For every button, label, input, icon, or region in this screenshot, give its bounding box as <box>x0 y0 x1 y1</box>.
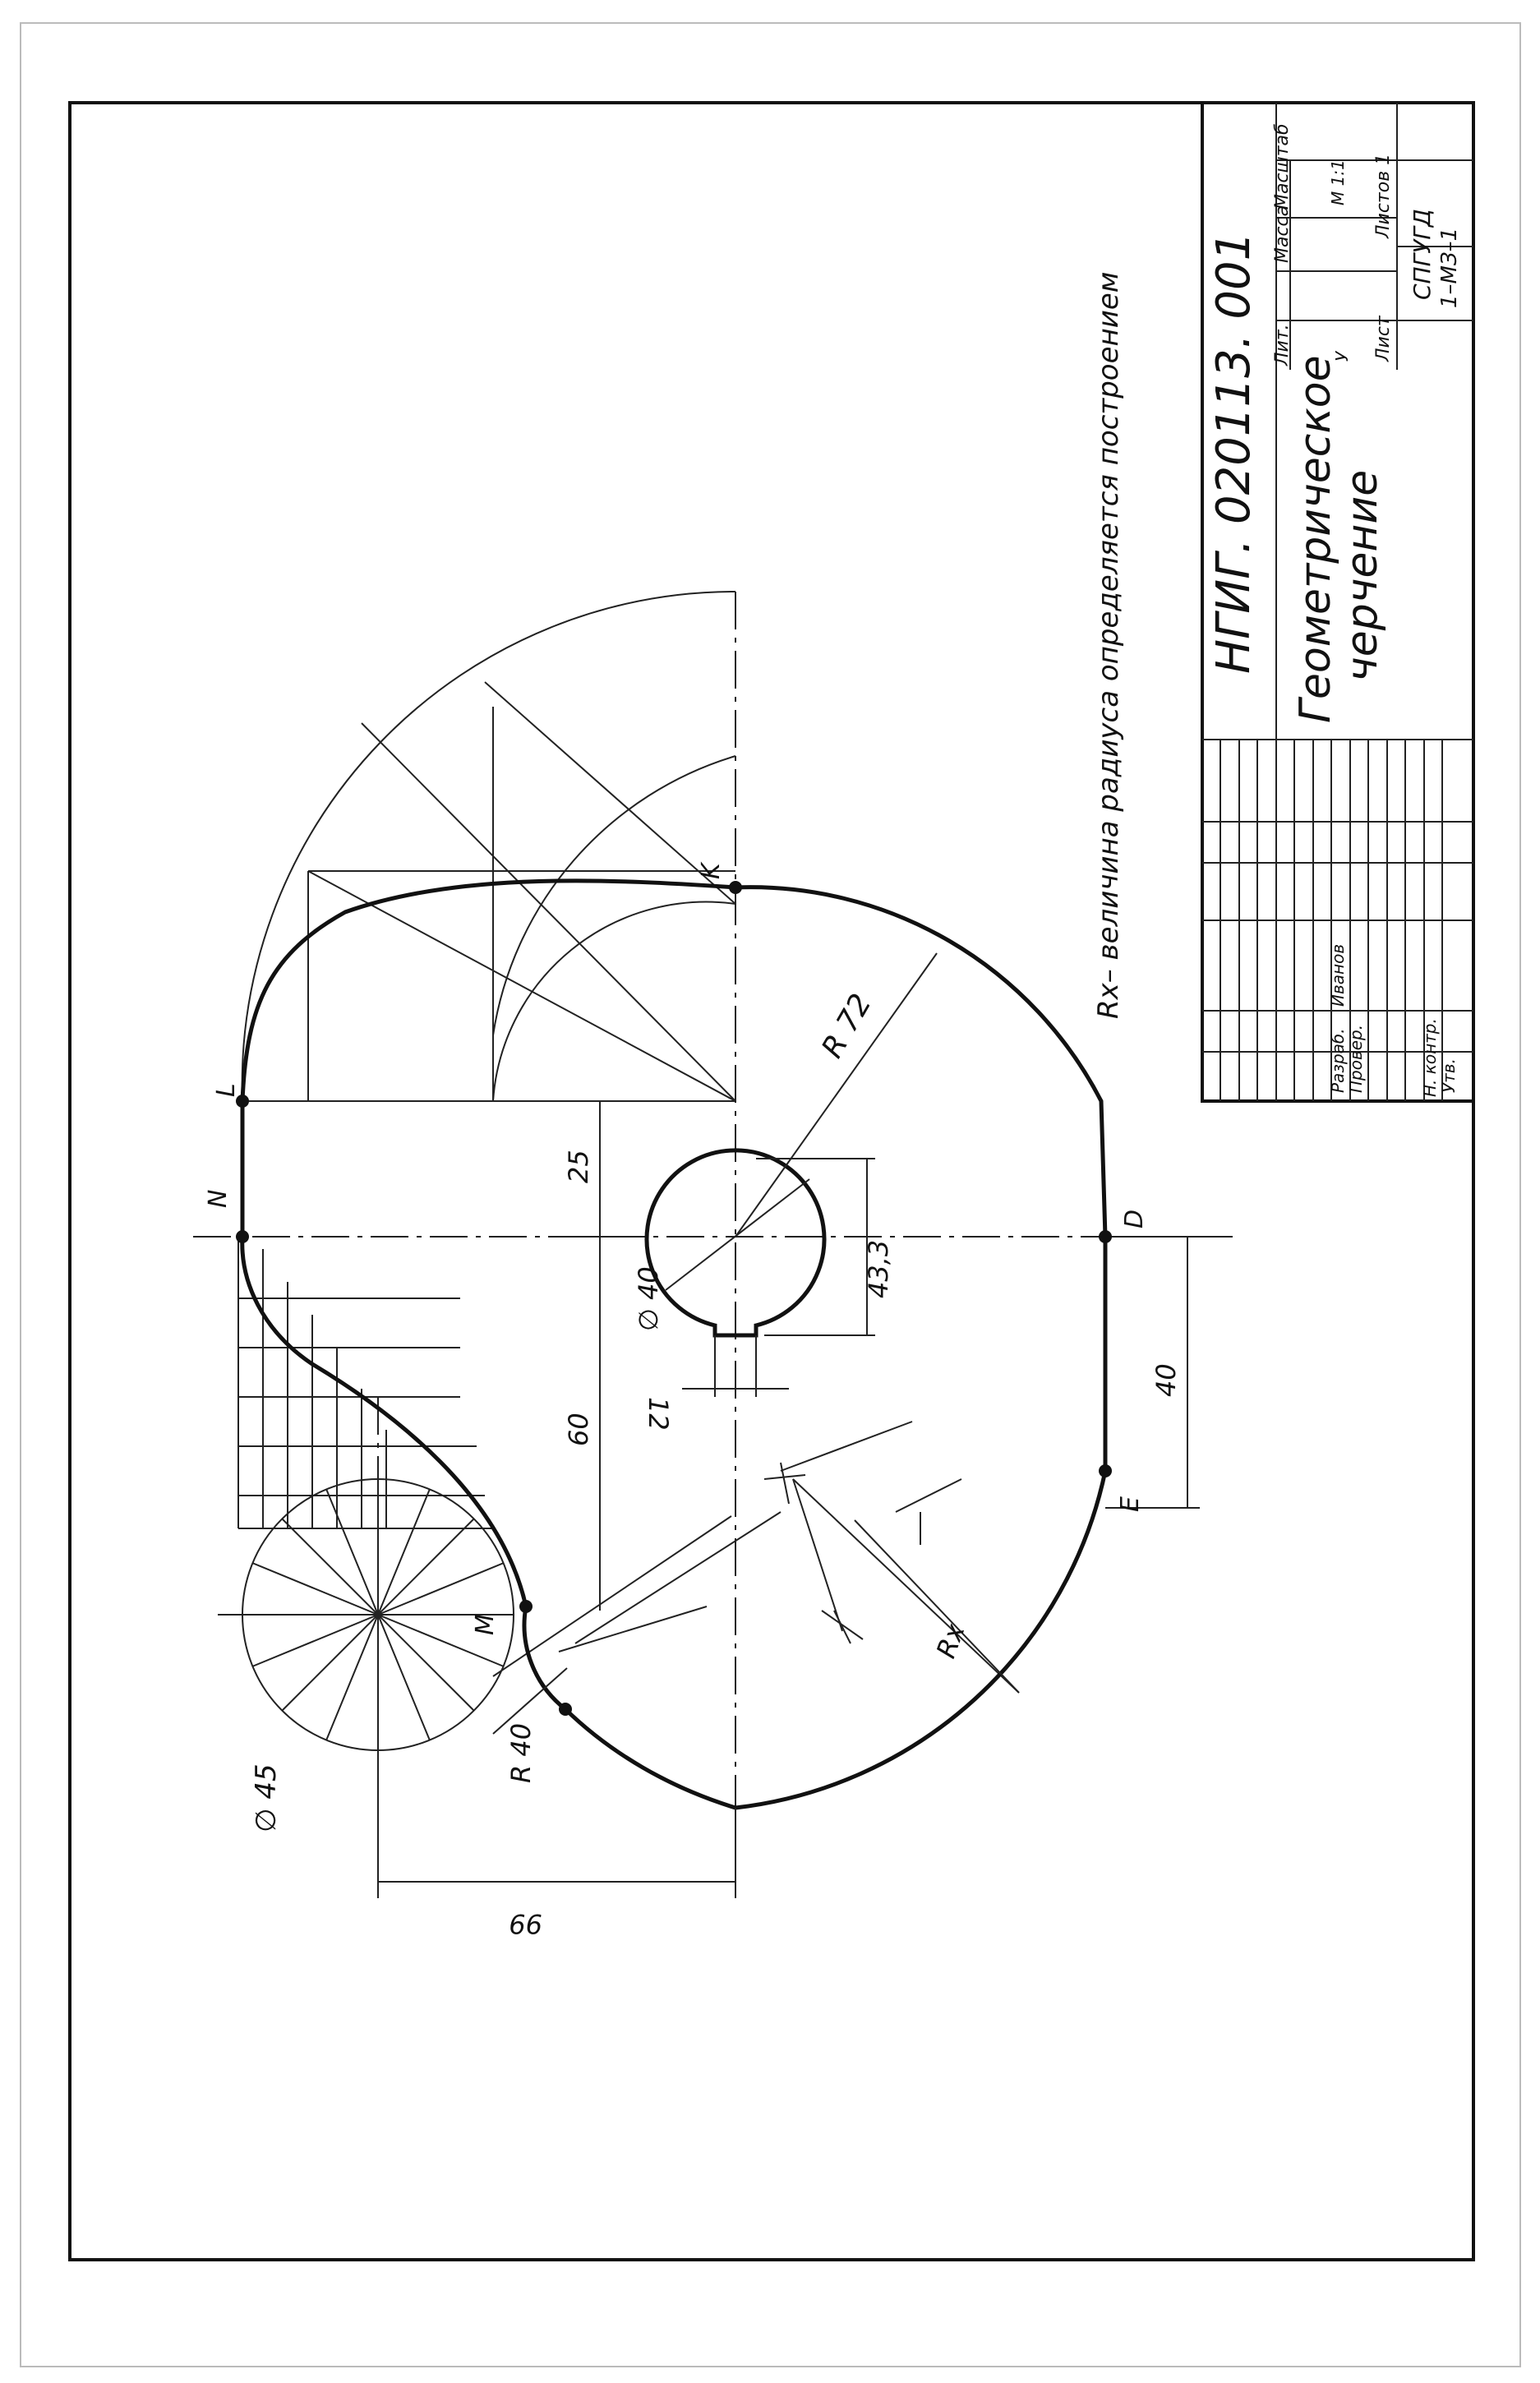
label-d: D <box>1120 1210 1149 1228</box>
label-l: L <box>212 1083 241 1097</box>
drawing-title-line1: Геометрическое <box>1291 355 1340 723</box>
point-r40-tangent <box>559 1703 572 1716</box>
org-line1: СПГУГД <box>1409 209 1436 300</box>
label-k: K <box>697 861 726 879</box>
dim-25: 25 <box>563 1150 594 1183</box>
dim-r72: R 72 <box>815 989 878 1064</box>
label-lit: Лит. <box>1272 324 1293 366</box>
label-m: M <box>471 1614 500 1635</box>
dim-d40: ∅ 40 <box>633 1266 664 1331</box>
contour-points <box>236 881 1112 1716</box>
drawing-frame <box>68 101 1475 2261</box>
label-sheet: Лист <box>1373 315 1394 362</box>
title-block: НГИГ. 020113. 001 Геометрическое черчени… <box>1201 101 1475 1103</box>
dim-12: 12 <box>643 1397 674 1431</box>
title-block-grid <box>1202 740 1473 1101</box>
point-m <box>519 1600 533 1613</box>
lit-value: У <box>1332 350 1352 362</box>
dim-43-3: 43,3 <box>863 1240 894 1298</box>
page-outer-border <box>20 22 1521 2367</box>
title-block-border <box>1201 101 1475 1103</box>
point-d <box>1099 1230 1112 1243</box>
label-scale: Масштаб <box>1272 123 1293 210</box>
org-line2: 1–МЗ–1 <box>1437 228 1462 308</box>
label-utv: Утв. <box>1439 1058 1459 1093</box>
label-mass: Масса <box>1272 205 1293 263</box>
label-razrab: Разраб. <box>1328 1028 1348 1093</box>
point-e <box>1099 1464 1112 1477</box>
dimension-lines <box>377 952 1233 1898</box>
dim-99: 99 <box>509 1908 542 1939</box>
dim-60: 60 <box>563 1413 594 1446</box>
dim-r40: R 40 <box>505 1723 537 1783</box>
label-sheets: Листов 1 <box>1373 154 1394 239</box>
dim-rx: Rx <box>930 1619 971 1662</box>
point-l <box>236 1095 249 1108</box>
label-e: E <box>1116 1496 1145 1512</box>
point-n <box>236 1230 249 1243</box>
circle-d45 <box>242 1478 514 1751</box>
label-nkontr: Н. контр. <box>1420 1018 1440 1097</box>
developer-name: Иванов <box>1328 944 1348 1007</box>
dim-40-bottom: 40 <box>1150 1363 1182 1397</box>
note-rx: Rx– величина радиуса определяется постро… <box>1092 272 1125 1019</box>
label-prover: Провер. <box>1346 1025 1366 1093</box>
construction-lines <box>237 591 1020 1694</box>
label-n: N <box>204 1190 233 1208</box>
main-contour <box>240 878 1108 1810</box>
scale-value: М 1:1 <box>1328 159 1348 205</box>
drawing-title-line2: черчение <box>1338 470 1387 682</box>
dim-d45: ∅ 45 <box>250 1763 283 1832</box>
point-k <box>729 881 742 894</box>
drawing-code: НГИГ. 020113. 001 <box>1207 232 1261 674</box>
hub-circle <box>644 1148 827 1338</box>
